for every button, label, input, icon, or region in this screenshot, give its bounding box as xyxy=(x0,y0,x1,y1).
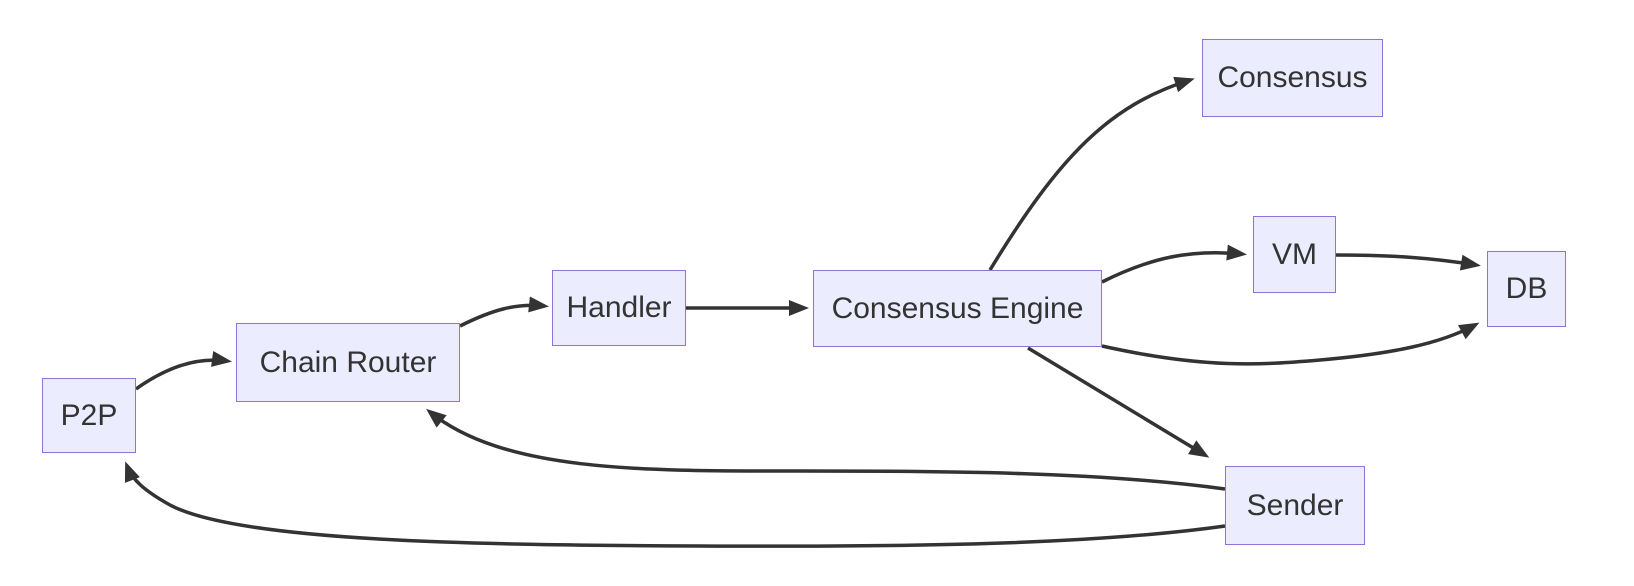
node-consensus-engine: Consensus Engine xyxy=(813,270,1102,347)
node-db: DB xyxy=(1487,251,1566,327)
edge-consensus-engine-to-consensus xyxy=(988,76,1195,271)
node-consensus-label: Consensus xyxy=(1217,61,1368,94)
edge-consensus-engine-to-sender xyxy=(1027,346,1210,458)
node-handler: Handler xyxy=(552,270,686,346)
node-vm-label: VM xyxy=(1272,237,1317,271)
node-p2p-label: P2P xyxy=(60,398,118,432)
node-chain-router: Chain Router xyxy=(236,323,460,402)
node-p2p: P2P xyxy=(42,378,136,453)
edge-sender-to-chain-router xyxy=(426,408,1226,491)
node-sender: Sender xyxy=(1225,466,1365,545)
node-chain-router-label: Chain Router xyxy=(259,345,437,379)
node-consensus-engine-label: Consensus Engine xyxy=(831,291,1084,325)
edge-consensus-engine-to-vm xyxy=(1101,244,1247,284)
node-sender-label: Sender xyxy=(1246,488,1344,522)
node-vm: VM xyxy=(1253,216,1336,293)
node-db-label: DB xyxy=(1505,272,1548,305)
edge-vm-to-db xyxy=(1335,253,1481,271)
edge-sender-to-p2p xyxy=(124,461,1226,548)
node-handler-label: Handler xyxy=(566,291,672,324)
edge-chain-router-to-handler xyxy=(459,296,549,328)
edge-consensus-engine-to-db xyxy=(1101,322,1480,366)
edge-p2p-to-chain-router xyxy=(134,351,232,391)
node-consensus: Consensus xyxy=(1202,39,1383,117)
